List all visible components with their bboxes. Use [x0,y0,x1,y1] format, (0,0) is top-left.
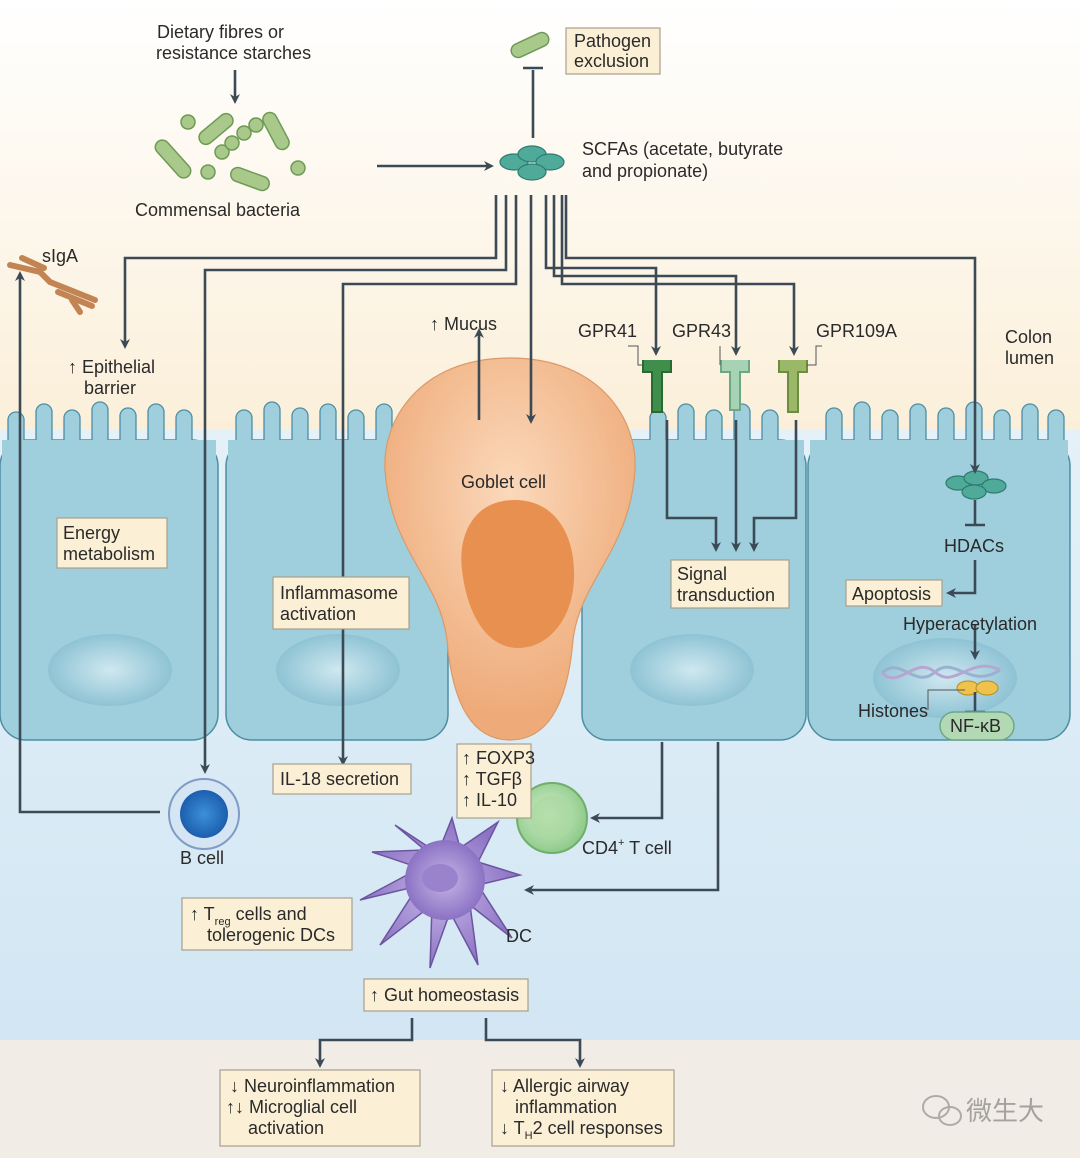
hyperacetylation-label: Hyperacetylation [903,614,1037,634]
il10-label: ↑ IL-10 [462,790,517,810]
colon-label-2: lumen [1005,348,1054,368]
neuro-label-2: ↑↓ Microglial cell [226,1097,357,1117]
pathway-arrows [15,66,985,1068]
nucleus-3 [630,634,754,706]
epithelial-label-1: ↑ Epithelial [68,357,155,377]
treg-label-1: ↑ Treg cells and [190,904,307,928]
nfkb-box [939,711,1015,741]
wechat-watermark: 微生大 [922,1095,1044,1127]
energy-box [56,517,168,569]
apoptosis-box [845,579,943,607]
scfas-label-1: SCFAs (acetate, butyrate [582,139,783,159]
nucleus-1 [48,634,172,706]
histones-icon [956,680,999,696]
label-boxes [56,27,1015,1147]
th2-label: ↓ TH2 cell responses [500,1118,663,1142]
gpr41-label: GPR41 [578,321,637,341]
treg-box [181,897,353,951]
energy-label-2: metabolism [63,544,155,564]
foxp3-box [456,743,532,819]
label-leaders [628,345,965,710]
lumen-background [0,0,1080,430]
histones-label: Histones [858,701,928,721]
gpr109a-label: GPR109A [816,321,897,341]
mucus-label: ↑ Mucus [430,314,497,334]
bcell-label: B cell [180,848,224,868]
dietary-label-2: resistance starches [156,43,311,63]
inflammasome-box [272,576,410,630]
inflammasome-label-1: Inflammasome [280,583,398,603]
gpr109a-receptor-icon [778,360,808,413]
dendritic-cell [359,815,523,969]
apoptosis-label: Apoptosis [852,584,931,604]
pathogen-box [565,27,661,75]
treg-label-2: tolerogenic DCs [207,925,335,945]
epithelial-cells [0,401,1071,741]
pathogen-label-2: exclusion [574,51,649,71]
signal-label-1: Signal [677,564,727,584]
cd4-t-cell [516,782,588,854]
neuro-label-3: activation [248,1118,324,1138]
epithelial-label-2: barrier [84,378,136,398]
signal-label-2: transduction [677,585,775,605]
watermark-text: 微生大 [966,1097,1044,1127]
allergic-box [491,1069,675,1147]
nfkb-label: NF-κB [950,716,1001,736]
gut-label: ↑ Gut homeostasis [370,985,519,1005]
tgfb-label: ↑ TGFβ [462,769,522,789]
neuro-box [219,1069,421,1147]
allergic-label-2: inflammation [515,1097,617,1117]
pathogen-icon [510,31,550,59]
scfas-label-2: and propionate) [582,161,708,181]
siga-icon [7,255,98,315]
gut-box [363,978,529,1012]
pathogen-label-1: Pathogen [574,31,651,51]
commensal-bacteria-cluster [154,111,306,192]
neuro-label-1: ↓ Neuroinflammation [230,1076,395,1096]
commensal-label: Commensal bacteria [135,200,301,220]
hdacs-label: HDACs [944,536,1004,556]
goblet-nucleus [461,500,575,648]
il18-box [272,763,412,795]
foxp3-label: ↑ FOXP3 [462,748,535,768]
nucleus-2 [276,634,400,706]
colon-label-1: Colon [1005,327,1052,347]
inflammasome-label-2: activation [280,604,356,624]
signal-box [670,559,790,609]
energy-label-1: Energy [63,523,120,543]
gpr41-receptor-icon [642,360,672,413]
siga-label: sIgA [42,246,78,266]
gpr43-label: GPR43 [672,321,731,341]
scfa-molecules-icon [499,145,565,181]
allergic-label-1: ↓ Allergic airway [500,1076,629,1096]
dna-icon [880,664,1001,680]
gpr43-receptor-icon [720,360,750,411]
dietary-label-1: Dietary fibres or [157,22,284,42]
dc-label: DC [506,926,532,946]
goblet-label: Goblet cell [461,472,546,492]
b-cell [168,778,240,850]
cd4-label: CD4+ T cell [582,837,672,858]
il18-label: IL-18 secretion [280,769,399,789]
